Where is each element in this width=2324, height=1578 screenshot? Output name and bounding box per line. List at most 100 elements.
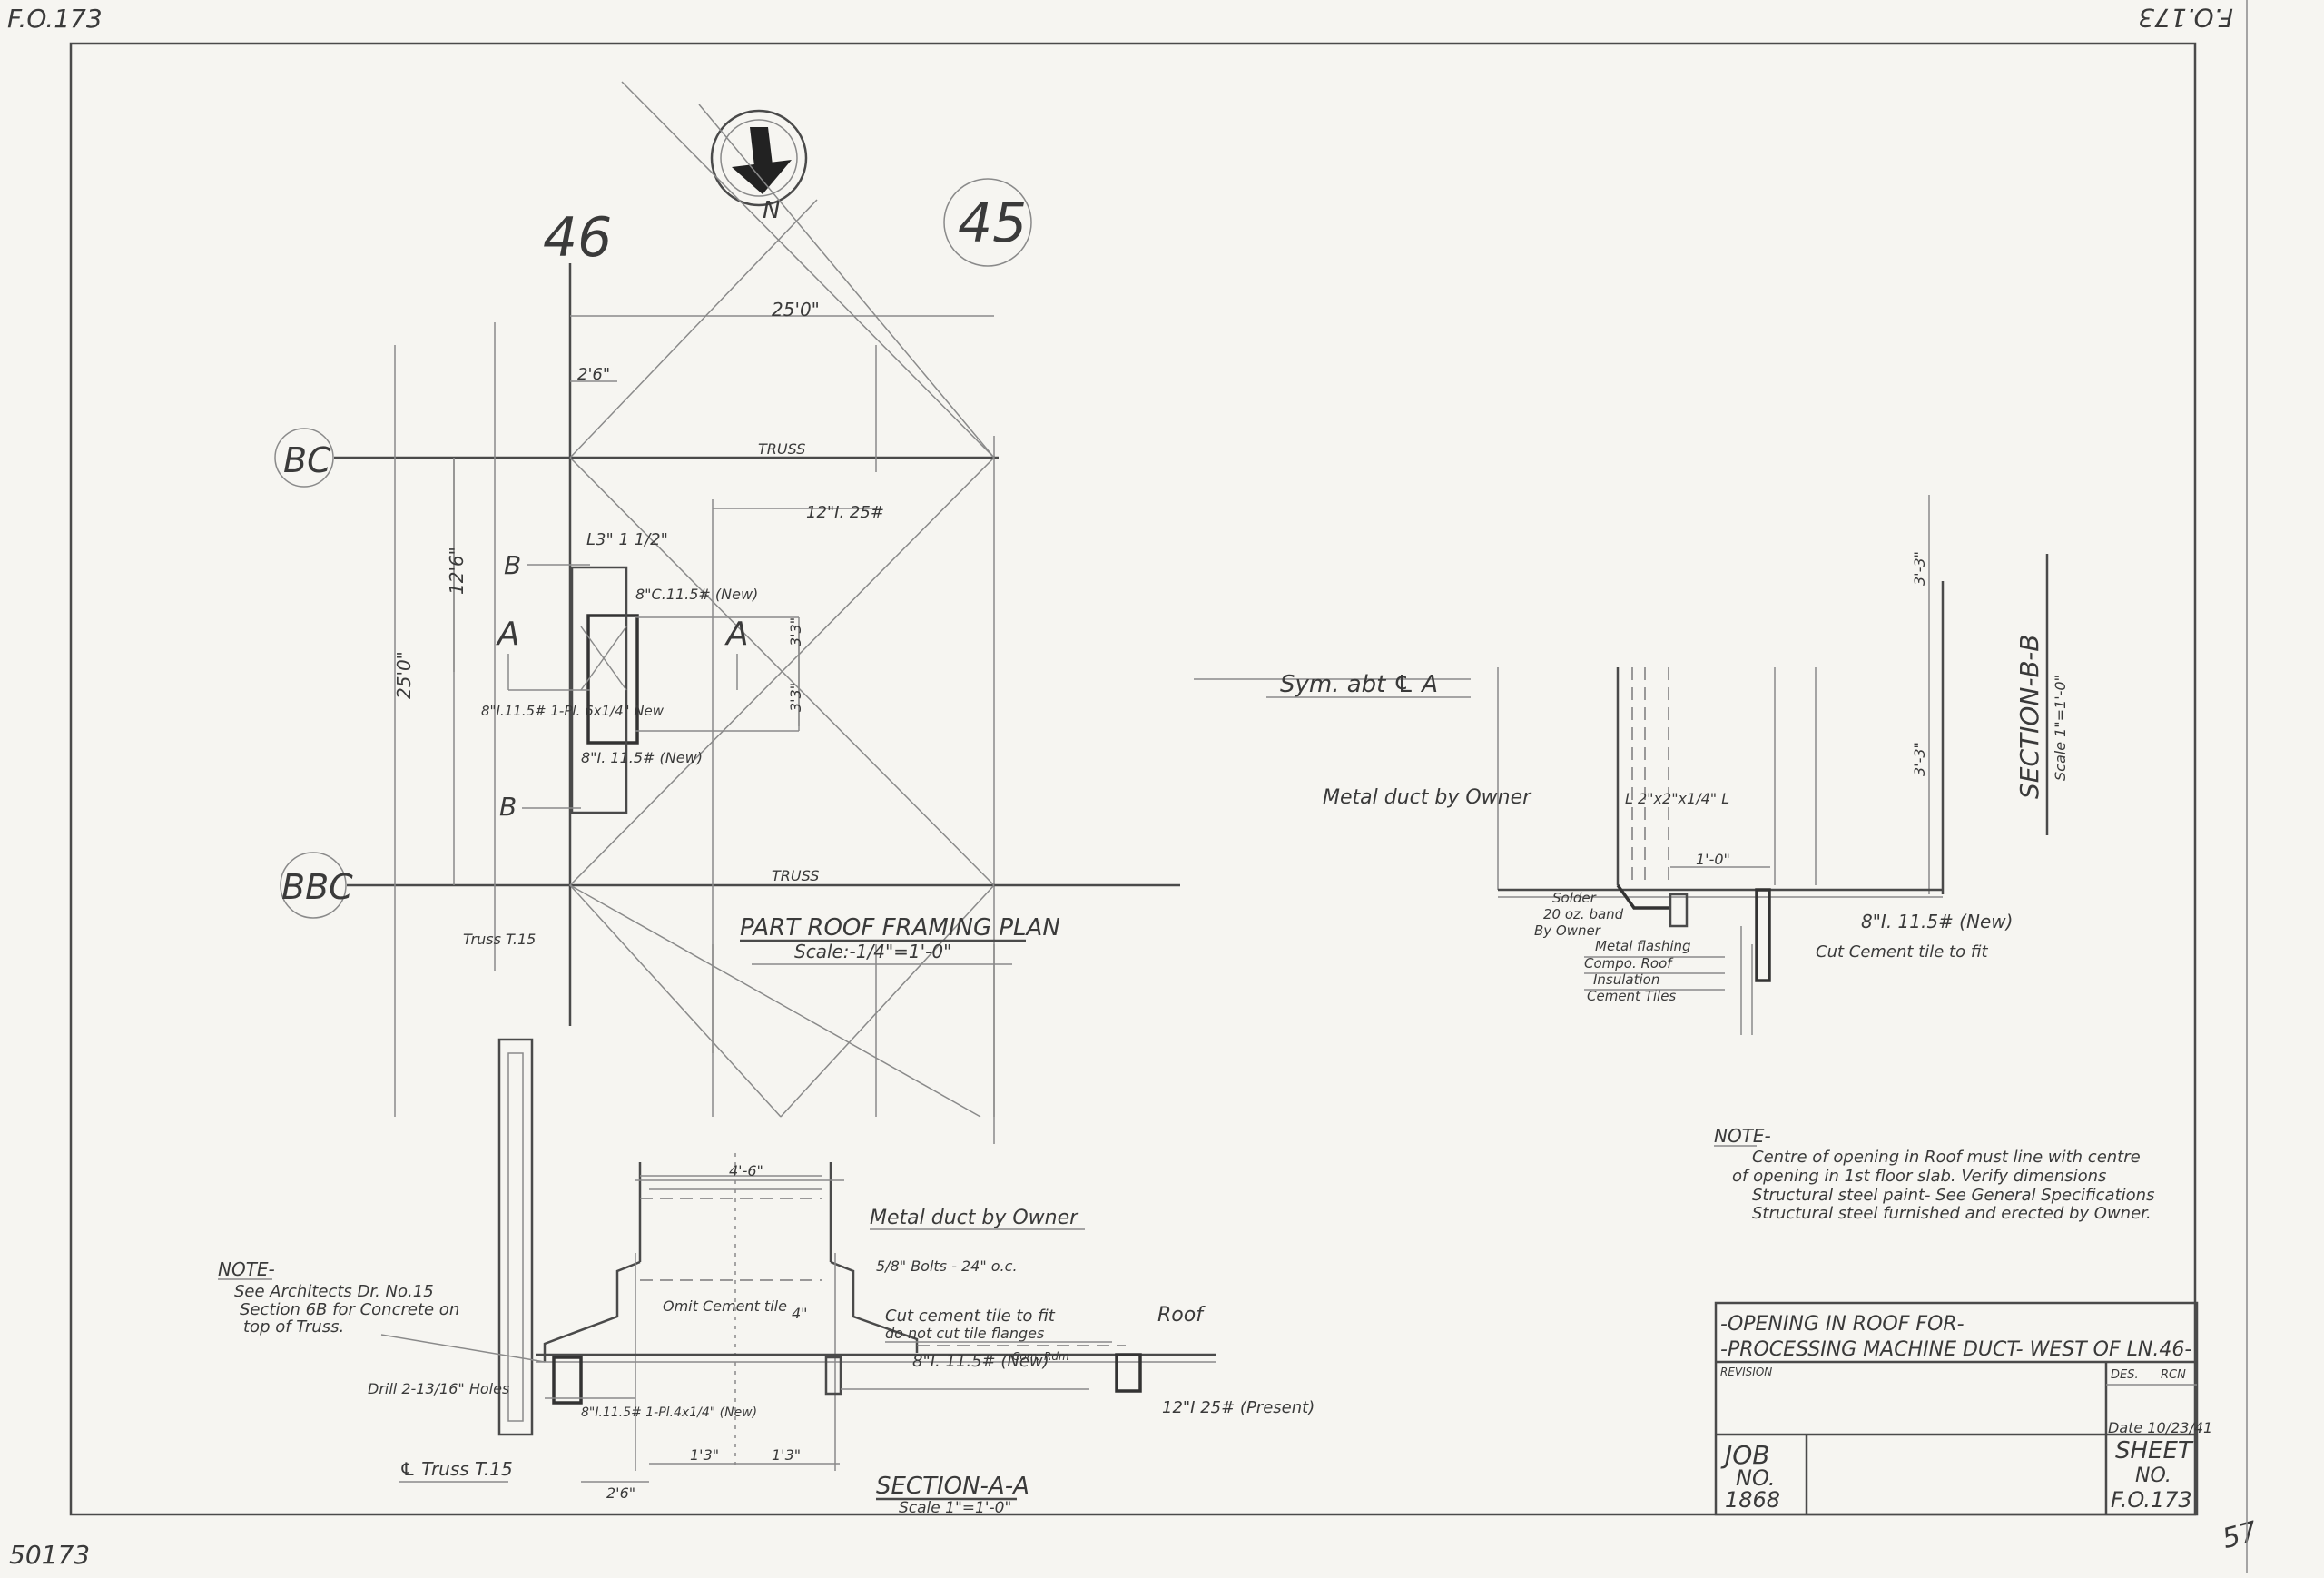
title-block-sheet-no-label: NO. (2135, 1465, 2171, 1487)
section-aa-dim-4: 4" (792, 1305, 808, 1322)
grid-label-bbc: BBC (281, 867, 353, 907)
plan-dim-3-3-top: 3'3" (787, 617, 804, 646)
section-aa-dim-1-3-left: 1'3" (690, 1446, 719, 1464)
note-top-heading: NOTE- (1714, 1125, 1771, 1147)
plan-dim-overall-height: 25'0" (393, 651, 415, 699)
section-aa-drill-holes: Drill 2-13/16" Holes (368, 1380, 509, 1397)
title-block-job-number: 1868 (1725, 1487, 1780, 1513)
plan-truss-t15: Truss T.15 (463, 931, 536, 948)
section-aa-dim-top: 4'-6" (729, 1162, 763, 1179)
section-aa-beam-8i-new: 8"I. 11.5# (New) (912, 1352, 1049, 1371)
plan-title: PART ROOF FRAMING PLAN (740, 914, 1060, 942)
plan-beam-12i: 12"I. 25# (806, 503, 884, 522)
section-aa-detail: 4'-6" Metal duct by Owner Roof Omit Ceme… (368, 1038, 1315, 1517)
section-aa-scale: Scale 1"=1'-0" (899, 1499, 1011, 1517)
plan-opening-rect (586, 614, 639, 745)
sheet-mark-top-right: F.O.173 (2138, 3, 2233, 33)
section-aa-cut-tile-1: Cut cement tile to fit (885, 1307, 1056, 1326)
section-aa-dim-2-6: 2'6" (606, 1484, 635, 1502)
section-aa-truss-cl: ℄ Truss T.15 (399, 1458, 513, 1480)
title-block-job-no-label: NO. (1736, 1465, 1776, 1491)
roof-framing-plan: N 46 45 BC BBC 25'0" 2'6" T (274, 81, 1180, 1144)
plan-beam-8i-plate: 8"I.11.5# 1-Pl. 6x1/4" New (481, 703, 665, 719)
section-bb-dim-right-bottom: 3'-3" (1911, 742, 1928, 776)
section-bb-angle: L 2"x2"x1/4" L (1625, 790, 1729, 807)
section-bb-detail: Sym. abt ℄ A Metal duct by Owner 1'-0" L… (1194, 495, 2069, 1035)
sheet-border (69, 42, 2197, 1516)
section-bb-title: SECTION-B-B (2014, 635, 2044, 800)
plan-truss-top-label: TRUSS (758, 440, 805, 458)
sheet-mark-bottom-left: 50173 (9, 1540, 90, 1570)
section-aa-metal-duct: Metal duct by Owner (870, 1207, 1079, 1229)
grid-label-45: 45 (958, 192, 1027, 255)
plan-dim-overall-width: 25'0" (772, 299, 820, 321)
section-bb-scale: Scale 1"=1'-0" (2052, 675, 2069, 781)
section-aa-beam-12i-present: 12"I 25# (Present) (1162, 1398, 1315, 1417)
grid-label-46: 46 (543, 206, 612, 270)
note-top-line-1: Centre of opening in Roof must line with… (1752, 1148, 2141, 1167)
title-block-sheet-label: SHEET (2115, 1437, 2194, 1465)
title-block-title-line-1: -OPENING IN ROOF FOR- (1720, 1313, 1965, 1336)
plan-scale: Scale:-1/4"=1'-0" (794, 941, 951, 962)
section-bb-beam-8i-new: 8"I. 11.5# (New) (1861, 911, 2013, 932)
plan-beam-8c-new: 8"C.11.5# (New) (635, 586, 758, 603)
section-aa-beam-8i-plate: 8"I.11.5# 1-Pl.4x1/4" (New) (581, 1405, 757, 1420)
section-aa-title: SECTION-A-A (876, 1473, 1029, 1500)
plan-dim-3-3-bottom: 3'3" (787, 683, 804, 712)
section-bb-insulation: Insulation (1593, 971, 1659, 988)
plan-section-b-top: B (504, 550, 521, 580)
section-aa-roof: Roof (1157, 1304, 1206, 1327)
plan-dim-12-6: 12'6" (446, 547, 468, 595)
section-bb-sym: Sym. abt ℄ A (1280, 671, 1438, 698)
section-bb-ounce-band: 20 oz. band (1543, 906, 1624, 922)
plan-dim-2-6: 2'6" (577, 365, 610, 384)
title-block-date: Date 10/23/41 (2108, 1419, 2212, 1436)
note-left-line-1: See Architects Dr. No.15 (234, 1282, 434, 1301)
title-block-des-initials: RCN (2161, 1368, 2186, 1382)
grid-bubble-bbc (280, 852, 347, 919)
sheet-mark-top-left: F.O.173 (7, 4, 103, 34)
note-top-line-3: Structural steel paint- See General Spec… (1752, 1186, 2154, 1205)
sheet-mark-bottom-right: 57 (2219, 1515, 2260, 1555)
grid-bubble-45 (943, 178, 1032, 267)
title-block: -OPENING IN ROOF FOR- -PROCESSING MACHIN… (1714, 1301, 2212, 1516)
title-block-title-line-2: -PROCESSING MACHINE DUCT- WEST OF LN.46- (1720, 1338, 2191, 1361)
plan-beam-8i-new: 8"I. 11.5# (New) (581, 749, 703, 766)
section-aa-omit-tile: Omit Cement tile (663, 1297, 787, 1315)
north-arrow-compass: N (710, 109, 808, 224)
note-left-heading: NOTE- (218, 1258, 275, 1280)
plan-beam-l3: L3" 1 1/2" (586, 530, 668, 549)
plan-section-a-left: A (496, 616, 520, 653)
grid-bubble-bc (274, 428, 334, 488)
section-bb-by-owner: By Owner (1534, 922, 1601, 939)
title-block-revision: REVISION (1720, 1366, 1772, 1378)
section-bb-cut-tile: Cut Cement tile to fit (1816, 942, 1988, 962)
section-aa-bolt-spec: 5/8" Bolts - 24" o.c. (876, 1257, 1018, 1275)
plan-section-b-bottom: B (499, 792, 517, 822)
note-top-block: NOTE- Centre of opening in Roof must lin… (1714, 1125, 2154, 1223)
note-top-line-4: Structural steel furnished and erected b… (1752, 1204, 2152, 1223)
section-bb-metal-duct: Metal duct by Owner (1323, 786, 1532, 809)
section-bb-metal-flashing: Metal flashing (1595, 938, 1691, 954)
plan-truss-bottom-label: TRUSS (772, 867, 819, 884)
compass-north-label: N (763, 197, 780, 224)
grid-label-bc: BC (283, 440, 331, 480)
note-left-line-2: Section 6B for Concrete on (240, 1300, 459, 1319)
section-aa-dim-1-3-right: 1'3" (772, 1446, 801, 1464)
section-bb-solder: Solder (1552, 890, 1597, 906)
title-block-des-label: DES. (2111, 1368, 2139, 1382)
section-bb-compo-roof: Compo. Roof (1584, 955, 1674, 971)
note-left-line-3: top of Truss. (243, 1317, 344, 1336)
title-block-job-label: JOB (1720, 1440, 1770, 1470)
note-top-line-2: of opening in 1st floor slab. Verify dim… (1732, 1167, 2106, 1186)
title-block-sheet-number: F.O.173 (2111, 1487, 2192, 1513)
note-left-block: NOTE- See Architects Dr. No.15 Section 6… (218, 1258, 546, 1363)
section-bb-dim-right-top: 3'-3" (1911, 551, 1928, 586)
section-aa-cut-tile-2: do not cut tile flanges (885, 1325, 1044, 1342)
section-bb-cement-tiles: Cement Tiles (1587, 988, 1676, 1004)
section-bb-dim-1-0: 1'-0" (1696, 851, 1730, 868)
section-aa-comp-label: Com. Rdm (1012, 1350, 1069, 1363)
plan-section-a-right: A (724, 616, 749, 653)
